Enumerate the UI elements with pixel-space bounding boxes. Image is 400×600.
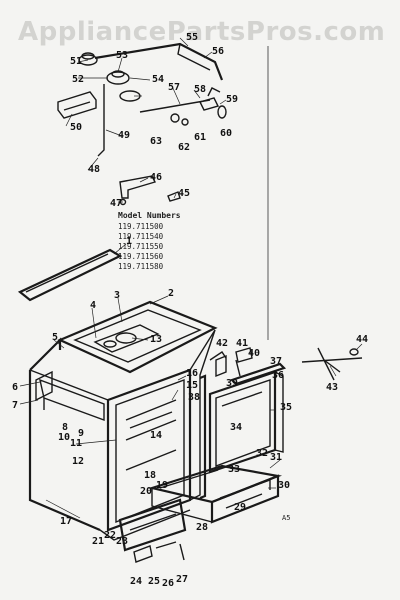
- part-number-2: 2: [168, 288, 174, 299]
- watermark-text: AppliancePartsPros.com: [18, 17, 385, 47]
- part-number-57: 57: [168, 82, 180, 93]
- backguard-trim: [17, 248, 123, 302]
- part-number-34: 34: [230, 422, 242, 433]
- model-number-3: 119.711550: [118, 242, 164, 251]
- part-number-38: 38: [188, 392, 200, 403]
- model-number-4: 119.711560: [118, 252, 164, 261]
- part-number-24: 24: [130, 576, 142, 587]
- part-number-45: 45: [178, 188, 190, 199]
- part-number-16: 16: [186, 368, 198, 379]
- part-number-35: 35: [280, 402, 292, 413]
- part-number-11: 11: [70, 438, 82, 449]
- part-number-27: 27: [176, 574, 188, 585]
- part-number-23: 23: [116, 536, 128, 547]
- part-number-48: 48: [88, 164, 100, 175]
- part-number-29: 29: [234, 502, 246, 513]
- leader-lines: [19, 37, 363, 519]
- oven-door: [208, 347, 287, 474]
- part-number-21: 21: [92, 536, 104, 547]
- part-number-14: 14: [150, 430, 162, 441]
- part-number-1: 1: [126, 236, 132, 247]
- part-number-12: 12: [72, 456, 84, 467]
- part-number-39: 39: [226, 378, 238, 389]
- part-number-18: 18: [144, 470, 156, 481]
- part-number-25: 25: [148, 576, 160, 587]
- part-number-30: 30: [278, 480, 290, 491]
- part-number-8: 8: [62, 422, 68, 433]
- part-number-22: 22: [104, 530, 116, 541]
- part-number-7: 7: [12, 400, 18, 411]
- part-number-26: 26: [162, 578, 174, 589]
- range-body: [28, 300, 218, 541]
- part-number-37: 37: [270, 356, 282, 367]
- model-number-5: 119.711580: [118, 262, 164, 271]
- storage-drawer: [147, 464, 283, 524]
- part-number-46: 46: [150, 172, 162, 183]
- part-number-31: 31: [270, 452, 282, 463]
- part-number-62: 62: [178, 142, 190, 153]
- part-number-60: 60: [220, 128, 232, 139]
- part-number-3: 3: [114, 290, 120, 301]
- model-number-2: 119.711540: [118, 232, 164, 241]
- part-number-33: 33: [228, 464, 240, 475]
- part-number-28: 28: [196, 522, 208, 533]
- gas-fitting: [301, 347, 363, 381]
- part-number-36: 36: [272, 370, 284, 381]
- model-number-1: 119.711500: [118, 222, 164, 231]
- part-number-58: 58: [194, 84, 206, 95]
- part-number-9: 9: [78, 428, 84, 439]
- part-number-42: 42: [216, 338, 228, 349]
- part-number-19: 19: [156, 480, 168, 491]
- part-number-50: 50: [70, 122, 82, 133]
- part-number-6: 6: [12, 382, 18, 393]
- part-number-4: 4: [90, 300, 96, 311]
- part-number-43: 43: [326, 382, 338, 393]
- kick-panel: [118, 498, 187, 563]
- model-header: Model Numbers: [118, 211, 181, 220]
- part-number-55: 55: [186, 32, 198, 43]
- part-number-15: 15: [186, 380, 198, 391]
- part-number-5: 5: [52, 332, 58, 343]
- part-number-10: 10: [58, 432, 70, 443]
- model-numbers-block: Model Numbers 119.711500 119.711540 119.…: [118, 211, 181, 271]
- part-number-13: 13: [150, 334, 162, 345]
- part-number-44: 44: [356, 334, 368, 345]
- part-number-40: 40: [248, 348, 260, 359]
- part-number-51: 51: [70, 56, 82, 67]
- part-number-53: 53: [116, 50, 128, 61]
- part-number-56: 56: [212, 46, 224, 57]
- part-number-59: 59: [226, 94, 238, 105]
- part-number-61: 61: [194, 132, 206, 143]
- part-number-17: 17: [60, 516, 72, 527]
- part-number-63: 63: [150, 136, 162, 147]
- part-number-49: 49: [118, 130, 130, 141]
- part-number-52: 52: [72, 74, 84, 85]
- part-number-20: 20: [140, 486, 152, 497]
- part-number-32: 32: [256, 448, 268, 459]
- part-number-41: 41: [236, 338, 248, 349]
- burner-valve-assembly: [57, 42, 227, 206]
- corner-code: A5: [282, 514, 290, 522]
- part-number-54: 54: [152, 74, 164, 85]
- part-number-47: 47: [110, 198, 122, 209]
